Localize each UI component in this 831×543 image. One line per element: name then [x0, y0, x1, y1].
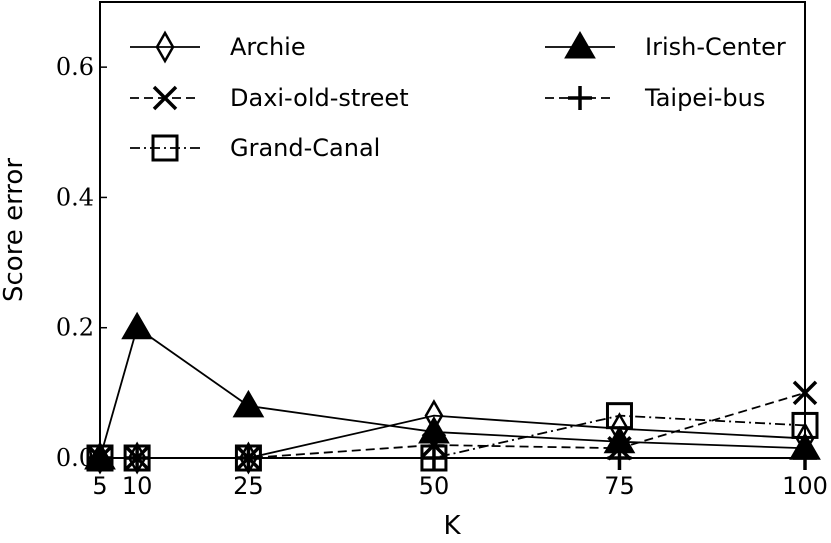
- plot-frame: [99, 1, 806, 459]
- x-tick-label: 5: [92, 472, 107, 500]
- series-layer: [84, 311, 821, 475]
- series-line-irish-center: [99, 326, 806, 459]
- legend-marker-daxi-old-street: [152, 85, 178, 111]
- legend-marker-grand-canal: [151, 134, 179, 162]
- legend-label-irish-center: Irish-Center: [645, 33, 786, 61]
- x-tick-label: 100: [782, 472, 828, 500]
- tick-layer: 0.0 0.2 0.4 0.6 5 10 25 50 75 100: [56, 53, 828, 500]
- y-axis-label: Score error: [0, 158, 29, 302]
- x-tick-label: 25: [233, 472, 264, 500]
- x-tick-label: 50: [419, 472, 450, 500]
- legend-label-daxi-old-street: Daxi-old-street: [230, 84, 409, 112]
- data-point-irish-center-50: [418, 415, 450, 444]
- x-tick-label: 10: [122, 472, 153, 500]
- y-tick-label: 0.4: [56, 183, 94, 211]
- legend-marker-archie: [155, 30, 175, 64]
- data-point-irish-center-25: [232, 389, 265, 418]
- series-line-archie: [100, 414, 806, 459]
- data-point-daxi-old-street-100: [792, 380, 818, 406]
- x-axis-label: K: [443, 511, 461, 541]
- y-tick-label: 0.2: [56, 314, 94, 342]
- legend-label-grand-canal: Grand-Canal: [230, 134, 380, 162]
- legend-marker-taipei-bus: [568, 86, 592, 110]
- series-line-grand-canal: [100, 414, 806, 459]
- legend-label-taipei-bus: Taipei-bus: [644, 84, 765, 112]
- legend-label-archie: Archie: [230, 33, 306, 61]
- y-tick-label: 0.6: [56, 53, 94, 81]
- y-tick-label: 0.0: [56, 444, 94, 472]
- legend-marker-irish-center: [564, 30, 596, 59]
- data-point-irish-center-10: [121, 311, 153, 340]
- series-line-daxi-old-street: [100, 391, 806, 459]
- x-tick-label: 75: [604, 472, 635, 500]
